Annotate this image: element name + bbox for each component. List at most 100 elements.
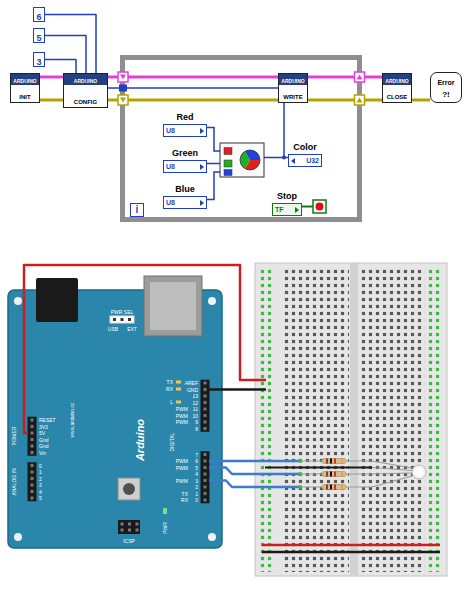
shift-register	[118, 72, 128, 82]
board-silkscreen-label: TX	[167, 380, 173, 385]
wire	[308, 99, 382, 102]
red-input-square	[224, 148, 232, 155]
board-silkscreen-label: PWM	[176, 478, 188, 483]
board-silkscreen-label: PWR SEL	[111, 310, 134, 315]
board-silkscreen-label: RESET	[39, 418, 56, 423]
led-lead	[372, 468, 412, 471]
library-name: ARDUINO	[385, 78, 408, 84]
board-silkscreen-label: 1	[195, 491, 198, 496]
subvi-icon: ARDUINO CLOSE	[382, 73, 412, 103]
digital-header	[201, 380, 210, 432]
library-name: ARDUINO	[74, 78, 97, 84]
terminal-box: U32	[288, 154, 322, 167]
icsp-pin	[128, 529, 131, 532]
mounting-hole	[14, 533, 22, 541]
red-rail-wire	[262, 544, 440, 547]
resistor-band	[330, 472, 332, 477]
resistor-symbol	[322, 459, 346, 464]
numeric-constant: 3	[33, 52, 45, 67]
wire	[40, 76, 63, 79]
front-panel-terminal: StopTF	[272, 188, 302, 216]
shift-register	[355, 72, 365, 82]
function-name: WRITE	[283, 94, 302, 100]
board-silkscreen-label: 4	[39, 489, 42, 494]
data-type: TF	[275, 206, 284, 213]
jumper-pin	[121, 318, 124, 321]
led-lead	[372, 473, 412, 474]
data-type: U8	[166, 163, 175, 170]
numeric-constant: 6	[33, 7, 45, 22]
board-silkscreen-label: 3	[39, 483, 42, 488]
terminal-box: U8	[163, 124, 207, 137]
while-loop: iARDUINOWRITERedU8GreenU8BlueU8ColorU32S…	[120, 55, 362, 222]
board-silkscreen-label: 4	[195, 472, 198, 477]
resistor-band	[326, 472, 328, 477]
wire	[412, 99, 430, 102]
shift-register	[118, 95, 128, 105]
board-silkscreen-label: PWM	[176, 420, 188, 425]
breadboard-holes	[283, 268, 349, 572]
board-silkscreen-label: 0	[39, 463, 42, 468]
u8-wire	[207, 128, 220, 152]
header-pins	[201, 380, 210, 432]
terminal-label: Red	[176, 112, 193, 122]
iteration-symbol: i	[136, 205, 139, 215]
loop-condition-terminal	[313, 200, 326, 213]
mounting-hole	[14, 297, 22, 305]
reset-button-cap	[123, 483, 135, 495]
library-name: ARDUINO	[13, 78, 36, 84]
black-jumper-wire	[265, 467, 372, 469]
blue-jumper-wire	[209, 460, 300, 463]
constant-value-slot: 5	[36, 27, 41, 45]
front-panel-terminal: ColorU32	[288, 139, 322, 167]
loop-tunnel	[119, 85, 127, 92]
icon-caption-row: CLOSE	[383, 90, 411, 101]
shift-register-arrow	[120, 75, 126, 80]
icsp-pin	[136, 523, 139, 526]
resistor-band	[341, 485, 343, 490]
connected-hole	[299, 485, 303, 489]
icsp-pin	[136, 529, 139, 532]
jumper-pin	[128, 318, 131, 321]
indicator-symbol: ?!	[442, 90, 450, 99]
board-silkscreen-label: PWM	[176, 407, 188, 412]
header-pins	[201, 451, 210, 503]
terminal-label-row: Red	[176, 109, 193, 123]
board-silkscreen-label: 2	[39, 476, 42, 481]
blue-jumper-wire	[209, 481, 300, 488]
status-led	[176, 401, 181, 404]
connected-hole	[299, 472, 303, 476]
wire	[45, 36, 86, 74]
black-rail-wire	[262, 551, 440, 554]
resistor-symbol	[322, 485, 346, 490]
board-silkscreen-label: 12	[192, 400, 198, 405]
board-silkscreen-label: PWM	[176, 413, 188, 418]
board-silkscreen-label: 3	[195, 478, 198, 483]
indicator-text-row: Error	[437, 76, 454, 87]
board-silkscreen-label: Gnd	[39, 444, 48, 449]
board-silkscreen-label: ANALOG IN	[12, 468, 17, 495]
terminal-direction-arrow	[200, 164, 204, 170]
breadboard	[255, 263, 447, 576]
digital-header	[201, 451, 210, 503]
power-jack	[36, 278, 78, 322]
resistor-body	[322, 472, 346, 477]
shift-register-arrow	[357, 75, 363, 80]
terminal-label: Blue	[175, 184, 195, 194]
jumper-pin	[113, 318, 116, 321]
terminal-label-row: Blue	[175, 181, 195, 195]
led-lead	[372, 476, 412, 487]
usb-connector-face	[150, 282, 196, 330]
connected-hole	[299, 459, 303, 463]
terminal-box: TF	[272, 203, 302, 216]
front-panel-terminal: BlueU8	[163, 181, 207, 209]
icon-banner: ARDUINO	[11, 74, 39, 85]
board-silkscreen-label: RX	[166, 387, 173, 392]
subvi-icon: ARDUINOINIT	[10, 73, 40, 103]
terminal-label: Green	[172, 148, 198, 158]
power-select-jumper	[110, 316, 134, 323]
constant-value-slot: 6	[36, 6, 41, 24]
power-rail-holes	[427, 268, 441, 572]
black-jumper-wire	[209, 388, 266, 391]
shift-register-arrow	[120, 98, 126, 103]
